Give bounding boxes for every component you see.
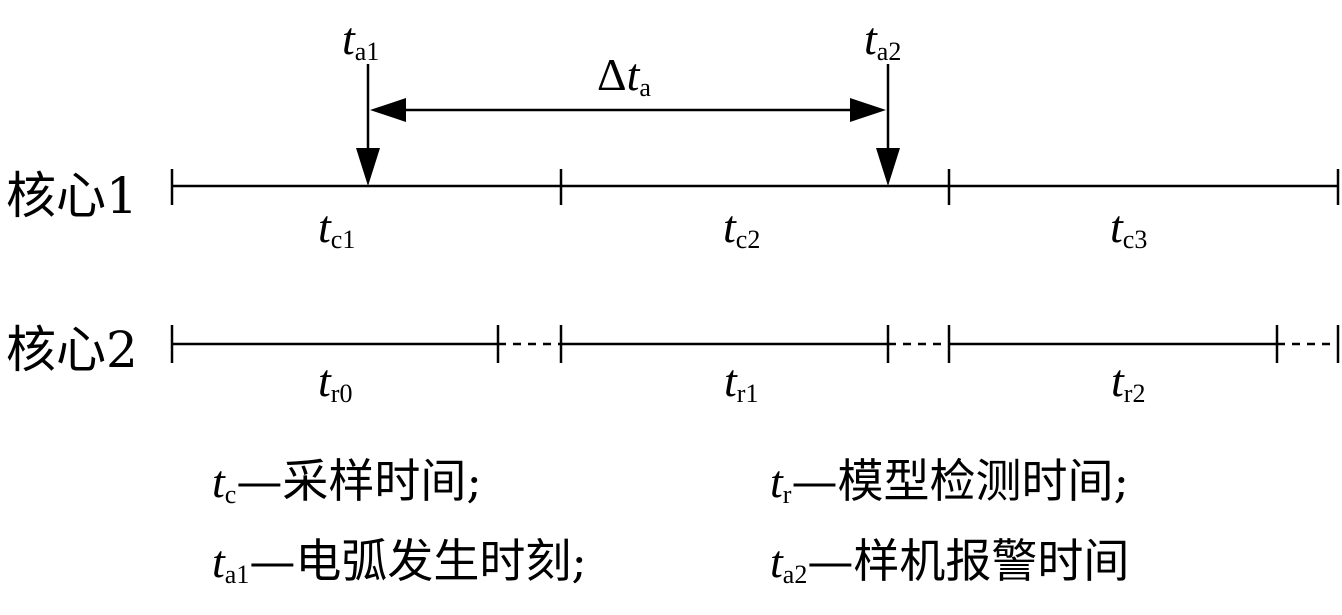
marker-a1-label: ta1 <box>342 13 379 66</box>
core2-timeline <box>170 325 1340 363</box>
delta-label: Δta <box>597 49 651 102</box>
legend-item-ta1: ta1—电弧发生时刻; <box>212 534 587 589</box>
marker-a2-label: ta2 <box>864 13 901 66</box>
core1-timeline <box>170 169 1340 205</box>
core2-segment-label-r1: tr1 <box>724 355 758 408</box>
marker-a2-arrowhead <box>876 148 900 186</box>
core1-segment-label-c3: tc3 <box>1110 201 1147 254</box>
core1-segment-label-c2: tc2 <box>723 201 760 254</box>
legend-item-tr: tr—模型检测时间; <box>770 454 1129 509</box>
core1-segment-label-c1: tc1 <box>318 201 355 254</box>
core2-segment-label-r2: tr2 <box>1111 355 1145 408</box>
marker-a1-arrowhead <box>356 148 380 186</box>
delta-arrowhead-left <box>370 98 406 122</box>
legend-item-ta2: ta2—样机报警时间 <box>770 534 1129 589</box>
core2-segment-label-r0: tr0 <box>318 355 352 408</box>
legend-item-tc: tc—采样时间; <box>212 454 482 509</box>
core2-label: 核心2 <box>6 321 138 379</box>
delta-arrowhead-right <box>850 98 886 122</box>
legend: tc—采样时间; tr—模型检测时间; ta1—电弧发生时刻; ta2—样机报警… <box>212 454 1129 589</box>
core1-label: 核心1 <box>6 167 138 225</box>
